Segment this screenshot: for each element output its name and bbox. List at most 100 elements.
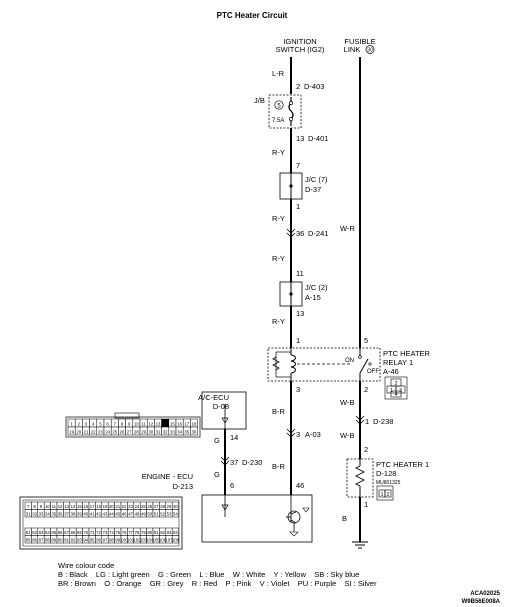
ac-ecu-pin-label: 4 — [92, 421, 95, 426]
engine-ecu-pin-label: 66 — [58, 530, 63, 535]
wire-color-jc7-in: R-Y — [272, 148, 285, 157]
engine-ecu-pin-label: 63 — [39, 530, 44, 535]
engine-ecu-pin-label: 13 — [64, 504, 69, 509]
engine-ecu-pin-label: 101 — [127, 537, 135, 542]
joint-connector-2-conn: A-15 — [305, 293, 321, 302]
engine-ecu-pin-label: 49 — [141, 511, 146, 516]
ptc-heater-relay-box — [267, 347, 381, 382]
fuse-symbol — [288, 97, 294, 126]
pin-relay-5: 5 — [364, 336, 368, 345]
relay-conn: A-46 — [383, 367, 399, 376]
engine-ecu-pin-label: 71 — [90, 530, 95, 535]
engine-ecu-pin-label: 34 — [45, 511, 50, 516]
relay-contact-arm — [359, 358, 369, 374]
engine-ecu-pin-label: 46 — [122, 511, 127, 516]
conn-d241: D-241 — [308, 229, 328, 238]
engine-ecu-pin-label: 50 — [147, 511, 152, 516]
relay-name-1: PTC HEATER — [383, 349, 431, 358]
pin-heater-1: 1 — [364, 500, 368, 509]
pin-jc2-11: 11 — [296, 269, 304, 278]
ac-ecu-pin-label: 29 — [141, 429, 146, 434]
engine-ecu-pin-label: 10 — [45, 504, 50, 509]
wire-color-engine: B-R — [272, 462, 286, 471]
ac-ecu-pin-label: 24 — [105, 429, 110, 434]
engine-ecu-pin-label: 93 — [77, 537, 82, 542]
wire-color-heater-ground: B — [342, 514, 347, 523]
pin-relay-2: 2 — [364, 385, 368, 394]
engine-ecu-pin-label: 64 — [45, 530, 50, 535]
pin-36: 36 — [296, 229, 304, 238]
fuse-end-bottom — [289, 117, 293, 121]
pin-1: 1 — [365, 417, 369, 426]
engine-ecu-pin-label: 80 — [147, 530, 152, 535]
engine-ecu-pin-label: 67 — [64, 530, 69, 535]
svg-text:1: 1 — [381, 492, 384, 498]
fuse-number-circle — [274, 100, 284, 110]
engine-ecu-pin-label: 89 — [51, 537, 56, 542]
engine-ecu-pin-label: 31 — [26, 511, 31, 516]
engine-ecu-pin-label: 96 — [96, 537, 101, 542]
engine-ecu-pin-label: 33 — [39, 511, 44, 516]
conn-d230: D-230 — [242, 458, 262, 467]
ac-ecu-pin-label: 32 — [163, 429, 168, 434]
engine-ecu-pin-label: 29 — [167, 504, 172, 509]
engine-ecu-pin-label: 38 — [71, 511, 76, 516]
pin-jc7-7: 7 — [296, 161, 300, 170]
pin-3: 3 — [296, 430, 300, 439]
pin-fuse-13: 13 — [296, 134, 304, 143]
connector-d241-symbol — [286, 228, 296, 238]
engine-ecu-pin-label: 12 — [58, 504, 63, 509]
ac-ecu-pin-label: 36 — [192, 429, 197, 434]
ac-ecu-pin-label: 25 — [112, 429, 117, 434]
relay-contact-off — [368, 362, 372, 366]
doc-code: W9B56E008A — [462, 599, 501, 605]
pin-ecu-46: 46 — [296, 481, 304, 490]
pin-jc7-1: 1 — [296, 202, 300, 211]
engine-ecu-pin-label: 104 — [146, 537, 154, 542]
engine-ecu-pin-label: 65 — [51, 530, 56, 535]
engine-ecu-pin-label: 52 — [160, 511, 165, 516]
engine-ecu-pin-label: 84 — [173, 530, 178, 535]
ac-ecu-pin-label: 16 — [177, 421, 182, 426]
junction-block-label: J/B — [254, 96, 265, 105]
heater-element-symbol — [354, 465, 366, 487]
ac-ecu-pin-label: 18 — [192, 421, 197, 426]
transistor-icon — [286, 510, 301, 537]
ac-ecu-pin-label: 20 — [76, 429, 81, 434]
ignition-switch-label-1: IGNITION — [283, 37, 316, 46]
engine-ecu-pin-label: 62 — [32, 530, 37, 535]
engine-ecu-pin-label: 45 — [115, 511, 120, 516]
engine-ecu-pin-label: 70 — [83, 530, 88, 535]
engine-ecu-pin-label: 8 — [33, 504, 36, 509]
engine-ecu-pin-label: 40 — [83, 511, 88, 516]
engine-ecu-pin-label: 90 — [58, 537, 63, 542]
fusible-link-label-2: LINK — [344, 45, 361, 54]
engine-ecu-name: ENGINE - ECU — [142, 472, 193, 481]
engine-ecu-pin-label: 15 — [77, 504, 82, 509]
ground-icon — [352, 541, 368, 549]
engine-ecu-pin-label: 99 — [115, 537, 120, 542]
engine-ecu-pin-label: 16 — [83, 504, 88, 509]
relay-connector-face: 2 1 4 3 — [384, 376, 408, 400]
engine-ecu-pin-label: 9 — [40, 504, 43, 509]
ac-ecu-pin-label: 30 — [148, 429, 153, 434]
ac-ecu-pin-label: 12 — [148, 421, 153, 426]
ac-ecu-pin-label: 35 — [184, 429, 189, 434]
ac-ecu-pin-label: 8 — [121, 421, 124, 426]
engine-ecu-pin-label: 88 — [45, 537, 50, 542]
engine-ecu-pin-label: 107 — [165, 537, 173, 542]
engine-ecu-pin-label: 25 — [141, 504, 146, 509]
ac-ecu-pin-label: 7 — [114, 421, 117, 426]
joint-connector-7-conn: D-37 — [305, 185, 321, 194]
engine-ecu-pin-label: 23 — [128, 504, 133, 509]
junction-block-box — [268, 94, 302, 129]
engine-ecu-pin-label: 82 — [160, 530, 165, 535]
diagram-title: PTC Heater Circuit — [217, 11, 288, 20]
wire-color-ac-engine-2: G — [214, 470, 220, 479]
engine-ecu-pin-label: 30 — [173, 504, 178, 509]
engine-ecu-pin-label: 51 — [154, 511, 159, 516]
ac-ecu-pin-label: 1 — [70, 421, 73, 426]
engine-ecu-pin-label: 81 — [154, 530, 159, 535]
engine-ecu-pin-label: 76 — [122, 530, 127, 535]
